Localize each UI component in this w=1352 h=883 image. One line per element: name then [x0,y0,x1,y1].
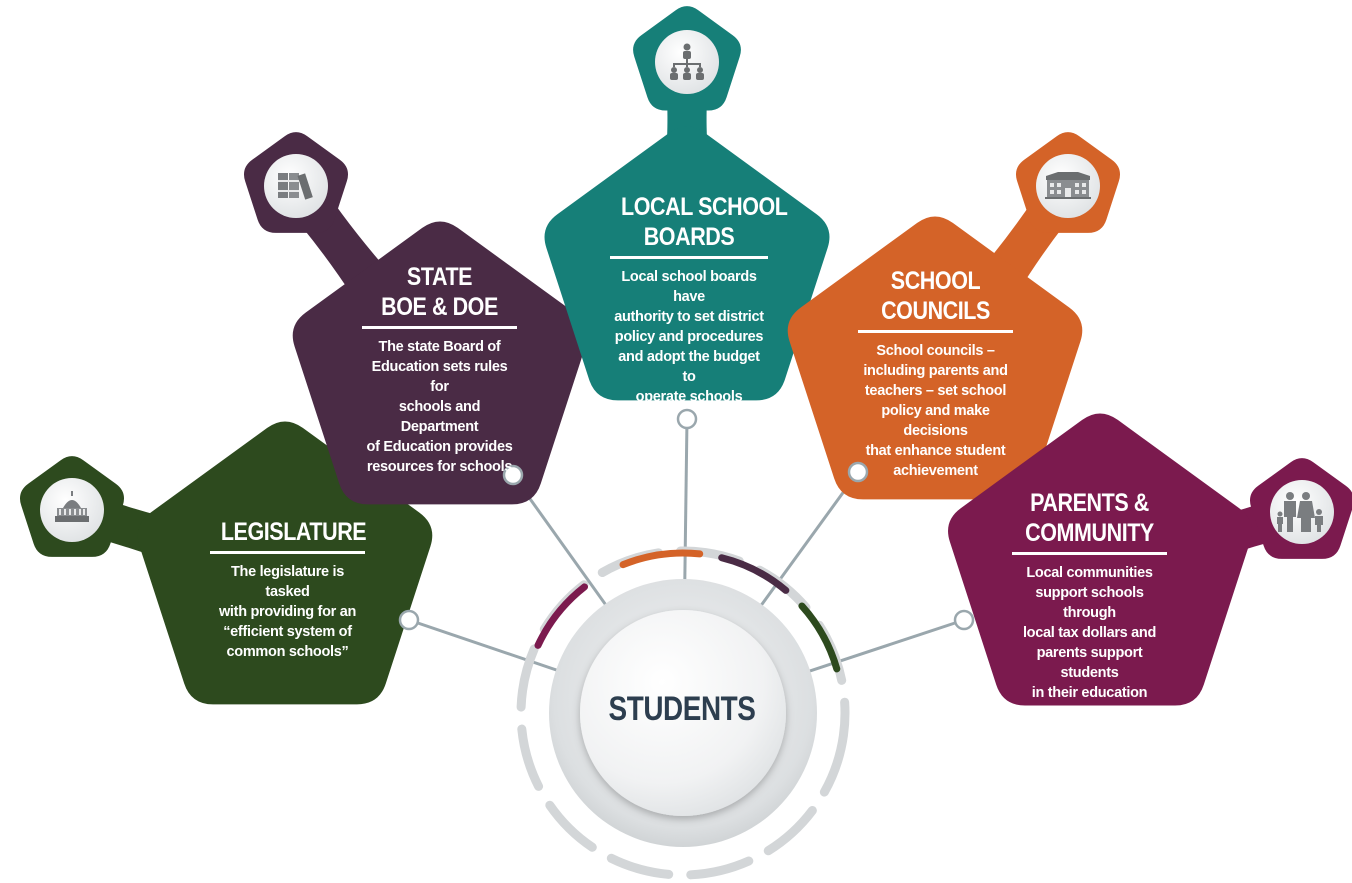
node-description-line: schools and Department [398,399,481,435]
node-body [948,413,1252,706]
node-description-line: of Education provides [366,439,513,455]
node-description: School councils – including parents and te… [858,341,1013,481]
node-description: Local communities support schools through… [1012,563,1167,703]
node-description-line: operate schools [635,389,743,405]
node-body [544,126,830,401]
node-description-line: Education sets rules for [371,359,508,395]
node-councils [787,132,1121,500]
accent-arc-green [798,602,841,673]
node-divider [610,256,768,259]
node-description-line: with providing for an [218,604,357,620]
node-divider [858,330,1013,333]
node-body [292,221,588,505]
accent-arc-orange [619,549,704,569]
center-label: STUDENTS [608,690,756,728]
node-divider [210,551,365,554]
node-description-line: support schools through [1035,585,1144,621]
center-inner-disc [580,610,786,816]
node-title-line: STATE [406,263,473,291]
node-shapes [19,6,1352,706]
node-divider [362,326,517,329]
node-title-line: COUNCILS [881,297,990,325]
node-description-line: that enhance student [865,443,1006,459]
node-local [544,6,830,430]
node-title-line: COMMUNITY [1025,519,1154,547]
node-description-line: The state Board of [378,339,501,355]
node-parents [948,413,1352,706]
node-description-line: The legislature is tasked [230,564,345,600]
node-title-line: LEGISLATURE [220,518,367,546]
accent-arc-magenta [534,583,588,649]
node-title-line: BOE & DOE [381,293,498,321]
node-description-line: local tax dollars and [1022,625,1157,641]
node-title: LEGISLATURE [220,517,367,547]
node-text-parents: PARENTS &COMMUNITY Local communities suppo… [1012,488,1167,703]
node-description-line: Local communities [1026,565,1153,581]
center-rings [516,546,850,880]
accent-arc-plum [718,554,790,594]
node-description-line: parents support students [1036,645,1143,681]
node-description-line: resources for schools [366,459,513,475]
node-description: Local school boards have authority to set… [610,267,768,407]
node-description-line: Local school boards have [621,269,757,305]
node-description-line: “efficient system of [223,624,352,640]
node-description-line: School councils – [876,343,995,359]
node-description-line: teachers – set school [864,383,1007,399]
node-title-line: LOCAL SCHOOL [621,193,788,221]
node-description-line: in their education [1031,685,1148,701]
connector-anchor [398,609,420,631]
node-body [787,216,1083,500]
node-description-line: and adopt the budget to [618,349,760,385]
node-description-line: authority to set district [614,309,764,325]
school-building-icon [1045,172,1091,199]
node-description-line: policy and make decisions [881,403,990,439]
connector-anchor [847,461,869,483]
node-description-line: policy and procedures [614,329,764,345]
connector-anchor [953,609,975,631]
node-divider [1012,552,1167,555]
connector-anchor [502,464,524,486]
node-description: The legislature is tasked with providing … [210,562,365,662]
outer-dashed-ring [516,546,850,880]
node-state [243,132,588,505]
node-title: PARENTS &COMMUNITY [1023,488,1156,548]
node-text-legislature: LEGISLATURE The legislature is tasked with… [210,517,367,662]
node-description-line: common schools” [226,644,349,660]
node-title-line: BOARDS [643,223,735,251]
node-title-line: PARENTS & [1030,489,1149,517]
node-description: The state Board of Education sets rules f… [362,337,517,477]
node-description-line: achievement [893,463,978,479]
node-description-line: including parents and [863,363,1008,379]
connector-anchor [676,408,698,430]
node-title-line: SCHOOL [890,267,981,295]
